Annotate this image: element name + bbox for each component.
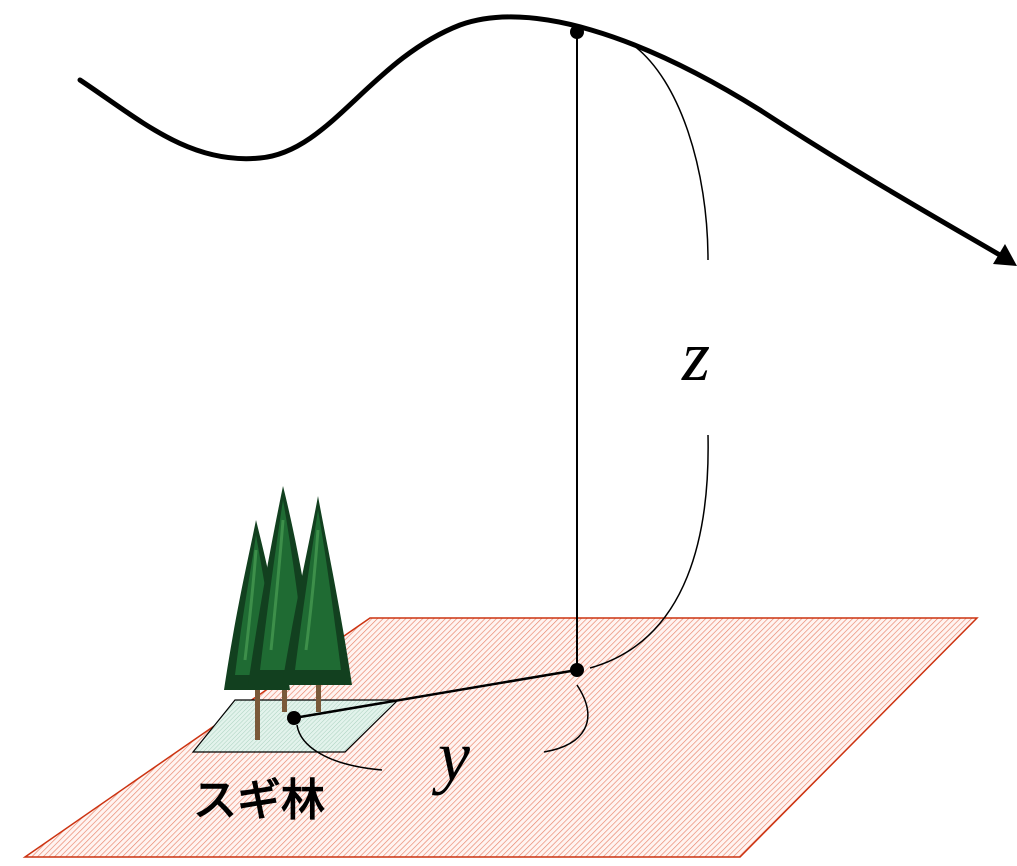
trajectory-point — [570, 25, 584, 39]
forest-label: スギ林 — [193, 775, 325, 826]
source-point — [287, 711, 301, 725]
distance-line — [293, 668, 578, 720]
distance-brace — [296, 684, 589, 771]
height-label: z — [681, 316, 710, 396]
trajectory-curve — [77, 14, 1008, 261]
height-brace — [589, 44, 709, 669]
ground-point — [570, 663, 584, 677]
cedar-trees-icon — [224, 486, 352, 740]
distance-label: y — [431, 716, 470, 796]
arrow-head-icon — [993, 244, 1017, 266]
ground-plane — [22, 617, 979, 858]
forest-patch — [191, 699, 400, 753]
